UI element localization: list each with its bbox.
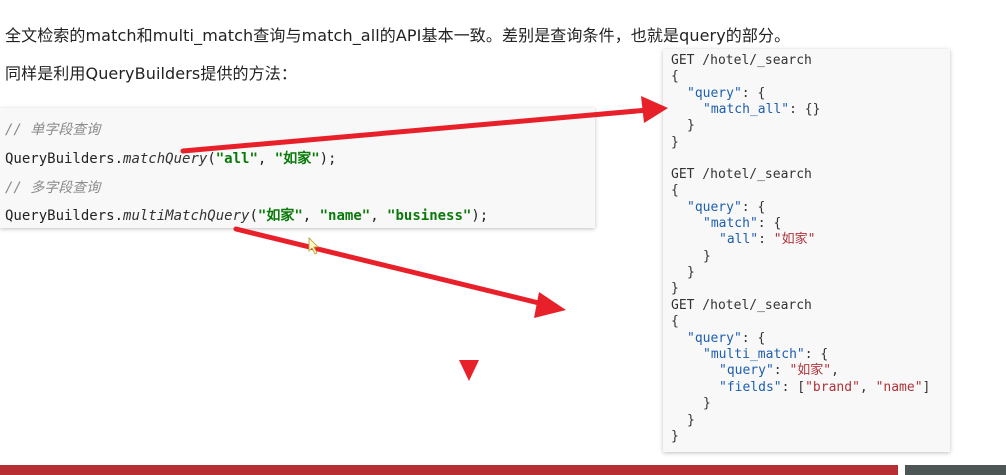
code-paren: ( bbox=[249, 208, 258, 224]
code-separator: , bbox=[302, 208, 320, 224]
dsl-match-line: "match": { bbox=[703, 216, 781, 232]
code-object: QueryBuilders. bbox=[5, 151, 124, 167]
code-line-multi-match-query: QueryBuilders.multiMatchQuery("如家", "nam… bbox=[5, 205, 488, 225]
arrow-shaft bbox=[180, 107, 651, 154]
json-punct: , bbox=[859, 380, 876, 395]
code-method-multi-match-query: multiMatchQuery bbox=[123, 208, 250, 224]
dsl-request-line: GET /hotel/_search bbox=[671, 53, 812, 68]
code-comment-multi-field: // 多字段查询 bbox=[5, 180, 101, 196]
json-punct: : { bbox=[741, 200, 766, 215]
code-string: "如家" bbox=[274, 151, 320, 167]
code-string: "如家" bbox=[257, 208, 303, 224]
json-punct: : bbox=[773, 363, 790, 378]
json-key: "fields" bbox=[719, 380, 782, 395]
code-line-match-query: QueryBuilders.matchQuery("all", "如家"); bbox=[5, 148, 336, 168]
json-value: "如家" bbox=[773, 232, 816, 247]
json-key: "multi_match" bbox=[703, 347, 805, 362]
dsl-brace: { bbox=[671, 314, 679, 329]
json-punct: , bbox=[831, 363, 839, 378]
arrow-to-match-all bbox=[180, 96, 668, 154]
json-punct: : { bbox=[741, 331, 766, 346]
footer-bar bbox=[0, 465, 898, 475]
json-key: "query" bbox=[687, 86, 742, 101]
stray-arrow-head bbox=[459, 360, 479, 381]
json-punct: : { bbox=[741, 86, 766, 101]
code-paren: ); bbox=[471, 208, 489, 224]
dsl-brace: } bbox=[687, 118, 695, 133]
arrow-head bbox=[641, 96, 668, 123]
dsl-request-line: GET /hotel/_search bbox=[671, 167, 812, 182]
dsl-multi-match-line: "multi_match": { bbox=[703, 347, 828, 363]
json-key: "match_all" bbox=[703, 102, 790, 117]
code-object: QueryBuilders. bbox=[5, 208, 124, 224]
json-key: "query" bbox=[687, 331, 742, 346]
intro-line-1: 全文检索的match和multi_match查询与match_all的API基本… bbox=[5, 26, 791, 45]
dsl-fields-line: "fields": ["brand", "name"] bbox=[719, 380, 930, 396]
dsl-brace: } bbox=[687, 413, 695, 428]
dsl-brace: } bbox=[703, 396, 711, 411]
json-punct: : bbox=[758, 232, 774, 247]
dsl-brace: } bbox=[703, 249, 711, 264]
code-string: "all" bbox=[215, 151, 258, 167]
dsl-brace: } bbox=[671, 281, 679, 296]
code-string: "name" bbox=[319, 208, 371, 224]
code-separator: , bbox=[370, 208, 388, 224]
dsl-query-line: "query": { bbox=[687, 331, 765, 347]
code-paren: ( bbox=[207, 151, 216, 167]
dsl-brace: } bbox=[671, 135, 679, 150]
mouse-cursor-icon bbox=[308, 237, 319, 255]
json-value: "brand" bbox=[805, 380, 860, 395]
json-punct: : {} bbox=[789, 102, 821, 117]
dsl-mm-query-line: "query": "如家", bbox=[719, 363, 839, 379]
dsl-brace: } bbox=[671, 429, 679, 444]
code-method-match-query: matchQuery bbox=[123, 151, 208, 167]
dsl-field-line: "all": "如家" bbox=[719, 232, 815, 248]
dsl-match-all-line: "match_all": {} bbox=[703, 102, 820, 118]
intro-line-2: 同样是利用QueryBuilders提供的方法： bbox=[5, 64, 297, 83]
code-separator: , bbox=[257, 151, 275, 167]
arrow-to-multi-match bbox=[233, 226, 566, 318]
code-string: "business" bbox=[387, 208, 472, 224]
json-key: "query" bbox=[687, 200, 742, 215]
json-punct: ] bbox=[922, 380, 931, 395]
dsl-query-line: "query": { bbox=[687, 200, 765, 216]
dsl-brace: } bbox=[687, 265, 695, 280]
arrow-shaft bbox=[233, 226, 550, 308]
dsl-query-line: "query": { bbox=[687, 86, 765, 102]
code-comment-single-field: // 单字段查询 bbox=[5, 122, 101, 138]
json-value: "如家" bbox=[789, 363, 832, 378]
json-value: "name" bbox=[875, 380, 923, 395]
footer-bar-secondary bbox=[905, 465, 1006, 475]
json-key: "all" bbox=[719, 232, 759, 247]
dsl-request-line: GET /hotel/_search bbox=[671, 298, 812, 313]
json-key: "query" bbox=[719, 363, 774, 378]
json-punct: : [ bbox=[781, 380, 806, 395]
dsl-brace: { bbox=[671, 183, 679, 198]
arrow-head bbox=[534, 292, 566, 318]
dsl-brace: { bbox=[671, 69, 679, 84]
json-key: "match" bbox=[703, 216, 758, 231]
json-punct: : { bbox=[804, 347, 829, 362]
dsl-code-block: GET /hotel/_search { "query": { "match_a… bbox=[663, 49, 950, 452]
java-code-block: // 单字段查询 QueryBuilders.matchQuery("all",… bbox=[0, 108, 595, 228]
code-paren: ); bbox=[319, 151, 337, 167]
json-punct: : { bbox=[757, 216, 782, 231]
